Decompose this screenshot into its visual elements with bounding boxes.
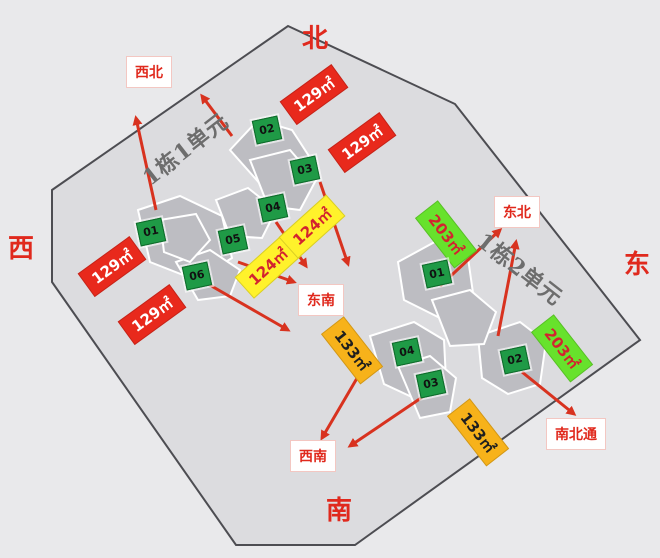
direction-northwest: 西北 — [126, 56, 172, 88]
direction-southwest: 西南 — [290, 440, 336, 472]
compass-north: 北 — [302, 24, 329, 54]
direction-northeast: 东北 — [494, 196, 540, 228]
direction-southeast: 东南 — [298, 284, 344, 316]
compass-west: 西 — [8, 234, 35, 264]
compass-south: 南 — [326, 496, 353, 526]
direction-north-south-through: 南北通 — [546, 418, 606, 450]
compass-east: 东 — [624, 250, 651, 280]
